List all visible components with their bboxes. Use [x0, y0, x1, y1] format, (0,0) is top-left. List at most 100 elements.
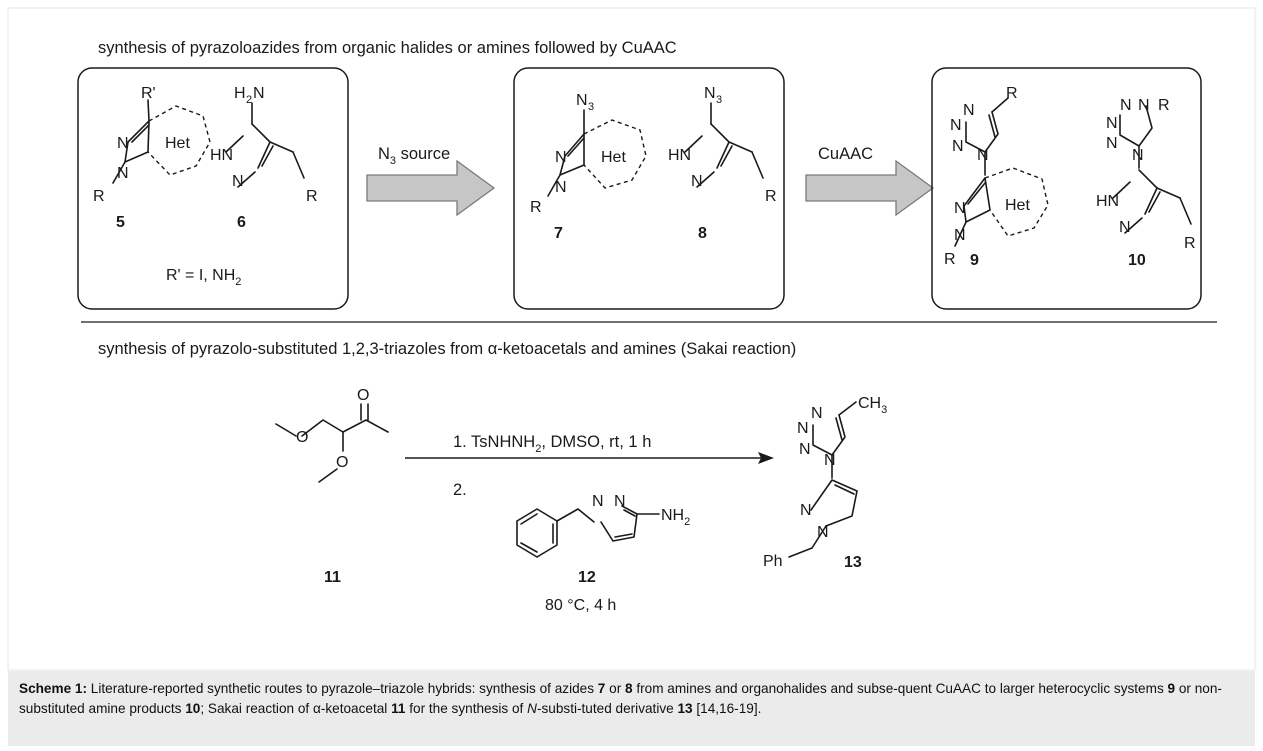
- substituent-r-prime: R': [141, 85, 156, 102]
- step-2-label: 2.: [453, 481, 467, 499]
- substituent-r: R: [306, 188, 318, 205]
- substituent-r: R: [1184, 235, 1196, 252]
- atom-n: N: [555, 179, 567, 196]
- caption-text: or: [605, 681, 625, 696]
- substituent-r: R: [1158, 97, 1170, 114]
- atom-n: N: [800, 502, 812, 519]
- atom-n: N: [797, 420, 809, 437]
- step-2-conditions: 80 °C, 4 h: [545, 597, 616, 614]
- caption-box: Scheme 1: Literature-reported synthetic …: [8, 671, 1255, 746]
- atom-n: N: [592, 493, 604, 510]
- compound-13-structure: CH3 N N N N N N Ph: [763, 395, 887, 570]
- compound-6-label: 6: [237, 214, 246, 231]
- caption-ref: 11: [391, 701, 406, 716]
- atom-n: N: [555, 149, 567, 166]
- methyl-group: CH3: [858, 395, 887, 416]
- atom-o: O: [357, 387, 369, 404]
- caption-citations: [14,16-19].: [692, 701, 762, 716]
- compound-5-label: 5: [116, 214, 125, 231]
- bottom-section-title: synthesis of pyrazolo-substituted 1,2,3-…: [98, 340, 796, 358]
- phenyl-label: Ph: [763, 553, 783, 570]
- atom-n: N: [963, 102, 975, 119]
- het-label: Het: [1005, 197, 1030, 214]
- caption-ref: 10: [185, 701, 201, 716]
- subscript-2: 2: [246, 94, 252, 106]
- compound-6-structure: H 2 N HN N R: [210, 85, 318, 205]
- atom-n: N: [1132, 147, 1144, 164]
- compound-5-structure: N N R' R Het: [93, 85, 211, 205]
- compound-11-structure: O O O: [275, 387, 389, 483]
- caption-ref: 9: [1167, 681, 1176, 696]
- figure-frame: [7, 7, 1256, 671]
- atom-n: N: [799, 441, 811, 458]
- step-1-conditions: 1. TsNHNH2, DMSO, rt, 1 h: [453, 433, 651, 455]
- compound-12-label: 12: [578, 569, 596, 586]
- caption-text: Literature-reported synthetic routes to …: [87, 681, 598, 696]
- arrow-1-label: N3 source: [378, 145, 450, 167]
- caption-label: Scheme 1:: [19, 681, 88, 696]
- caption-text: -substi-tuted derivative: [536, 701, 678, 716]
- caption-text: from amines and organohalides and subse-…: [632, 681, 1168, 696]
- azide-n: N: [576, 92, 588, 109]
- subscript-3: 3: [716, 94, 722, 106]
- box-1: N N R' R Het 5 H 2 N HN N R 6 R' = I, NH…: [77, 67, 349, 310]
- compound-9-label: 9: [970, 252, 979, 269]
- atom-n: N: [950, 117, 962, 134]
- atom-n: N: [954, 227, 966, 244]
- figure-caption: Scheme 1: Literature-reported synthetic …: [19, 679, 1244, 719]
- atom-n: N: [232, 173, 244, 190]
- atom-n: N: [1119, 219, 1131, 236]
- atom-n: N: [824, 452, 836, 469]
- caption-text: or non-substituted amine products: [19, 681, 1222, 716]
- arrow-1: N3 source: [366, 145, 496, 217]
- top-section-title: synthesis of pyrazoloazides from organic…: [98, 39, 677, 57]
- atom-n: N: [954, 200, 966, 217]
- atom-hn: HN: [1096, 193, 1119, 210]
- atom-o: O: [336, 454, 348, 471]
- compound-13-label: 13: [844, 554, 862, 571]
- substituent-r: R: [1006, 85, 1018, 102]
- atom-n: N: [691, 173, 703, 190]
- caption-text: for the synthesis of: [405, 701, 528, 716]
- box-2: N N N 3 R Het 7 N 3 HN N R 8: [513, 67, 785, 310]
- azide-n: N: [704, 85, 716, 102]
- atom-hn: HN: [668, 147, 691, 164]
- caption-italic: N: [527, 701, 537, 716]
- atom-n: N: [1138, 97, 1150, 114]
- amino-group: NH2: [661, 507, 690, 528]
- atom-h: H: [234, 85, 246, 102]
- compound-10-label: 10: [1128, 252, 1146, 269]
- caption-ref: 7: [597, 681, 606, 696]
- het-label: Het: [165, 135, 190, 152]
- substituent-r: R: [93, 188, 105, 205]
- condition-text: R' = I, NH2: [166, 267, 241, 288]
- atom-n: N: [817, 524, 829, 541]
- arrow-2-label: CuAAC: [818, 145, 873, 163]
- atom-n: N: [811, 405, 823, 422]
- compound-8-structure: N 3 HN N R: [668, 85, 777, 205]
- box-3: R N N N N N N R Het 9 N N R N N: [931, 67, 1202, 310]
- substituent-r: R: [765, 188, 777, 205]
- atom-n: N: [952, 138, 964, 155]
- caption-text: ; Sakai reaction of α-ketoacetal: [200, 701, 392, 716]
- arrow-2: CuAAC: [805, 145, 935, 217]
- atom-n: N: [977, 147, 989, 164]
- atom-n: N: [614, 493, 626, 510]
- compound-10-structure: N N R N N N HN N R: [1096, 97, 1196, 252]
- atom-n: N: [1106, 135, 1118, 152]
- atom-o: O: [296, 429, 308, 446]
- subscript-3: 3: [588, 101, 594, 113]
- substituent-r: R: [530, 199, 542, 216]
- compound-8-label: 8: [698, 225, 707, 242]
- atom-n: N: [117, 135, 129, 152]
- compound-11-label: 11: [324, 569, 341, 586]
- het-label: Het: [601, 149, 626, 166]
- atom-n: N: [1106, 115, 1118, 132]
- substituent-r: R: [944, 251, 956, 268]
- caption-ref: 13: [677, 701, 693, 716]
- atom-n: N: [253, 85, 265, 102]
- atom-hn: HN: [210, 147, 233, 164]
- atom-n: N: [117, 165, 129, 182]
- compound-9-structure: R N N N N N N R Het: [944, 85, 1049, 268]
